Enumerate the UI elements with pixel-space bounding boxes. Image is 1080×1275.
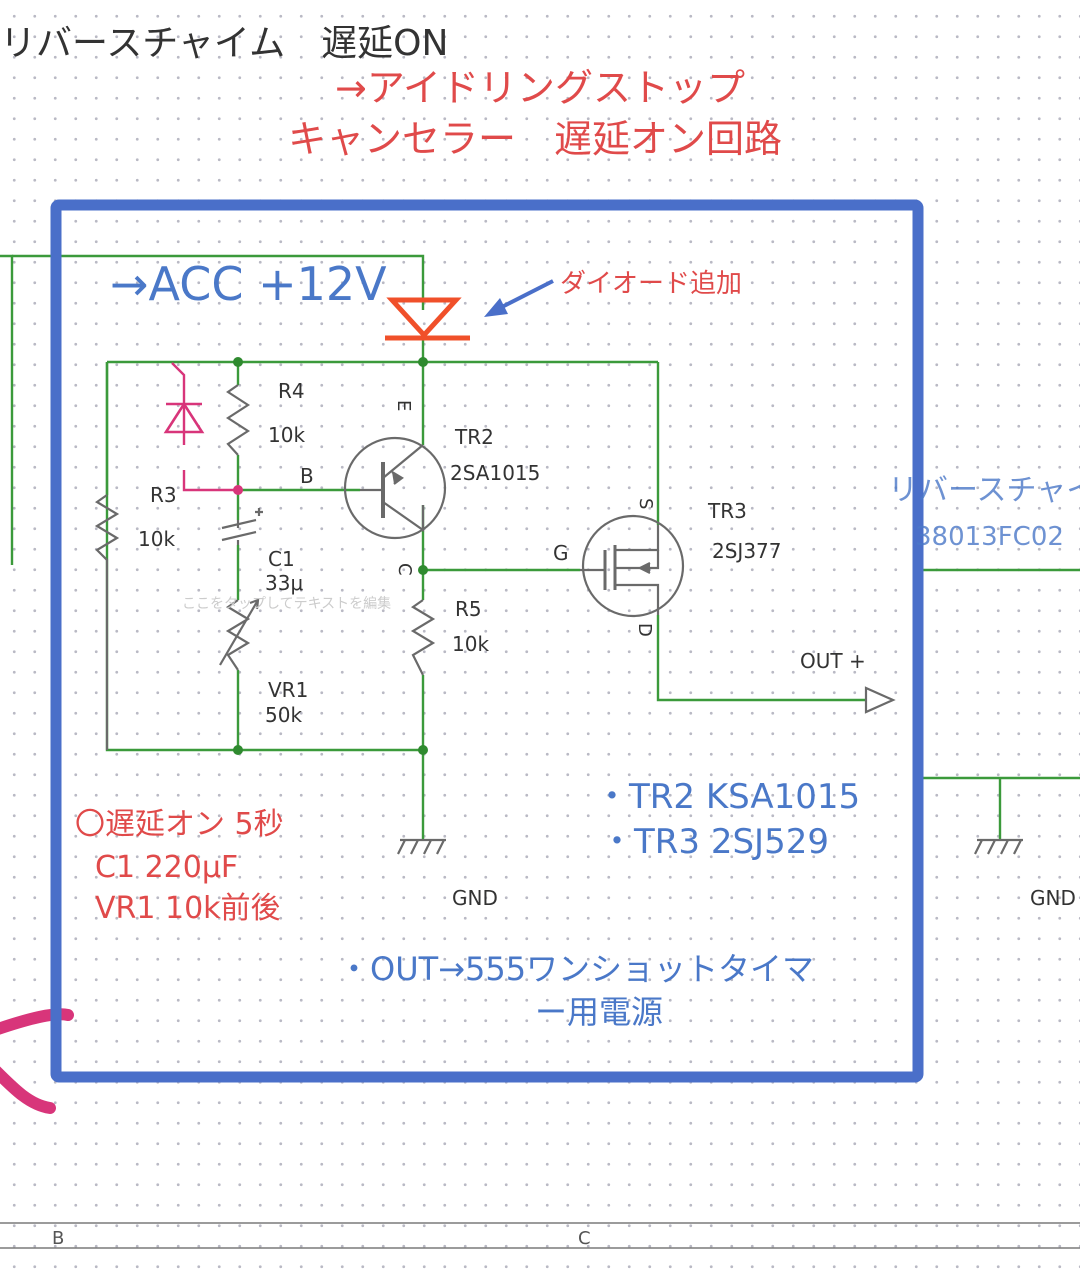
ruler-col-b: B — [52, 1228, 64, 1249]
pin-b-label: B — [300, 464, 314, 488]
out-note-line2: ー用電源 — [535, 993, 663, 1031]
magenta-scribble — [0, 1008, 74, 1114]
r4-value: 10k — [268, 423, 305, 447]
tr2-part: 2SA1015 — [450, 461, 540, 485]
pin-c-label: C — [394, 563, 415, 576]
left-wire — [0, 254, 14, 565]
right-module-name: リバースチャイ — [888, 473, 1080, 508]
out-label: OUT + — [800, 649, 866, 673]
acc-label: →ACC +12V — [110, 257, 387, 311]
r3-resistor — [94, 494, 120, 750]
junction-dots — [233, 357, 428, 755]
left-rail — [105, 362, 423, 752]
tr2-note: ・TR2 KSA1015 — [595, 777, 860, 817]
page-title: リバースチャイム 遅延ON — [0, 23, 448, 64]
vr1-value: 50k — [265, 703, 302, 727]
pin-e-label: E — [393, 400, 414, 411]
c1-value: 33μ — [265, 571, 303, 595]
ruler — [0, 1222, 1080, 1249]
r5-resistor — [410, 599, 436, 676]
tr3-mosfet-icon — [580, 514, 685, 618]
highlight-frame — [50, 199, 924, 1083]
drain-wire — [656, 615, 866, 702]
right-gnd-label: GND — [1030, 886, 1076, 910]
r3-name: R3 — [150, 483, 177, 507]
c1-capacitor — [221, 508, 263, 545]
r5-name: R5 — [455, 597, 482, 621]
tr3-name: TR3 — [707, 499, 747, 523]
r4-name: R4 — [278, 379, 305, 403]
c1-name: C1 — [268, 547, 295, 571]
delay-line3: VR1 10k前後 — [95, 891, 281, 926]
tr2-name: TR2 — [454, 425, 494, 449]
tr3-part: 2SJ377 — [712, 539, 782, 563]
ground-icon — [397, 838, 446, 855]
r5-value: 10k — [452, 632, 489, 656]
pin-d-label: D — [634, 623, 655, 637]
subtitle-line2: キャンセラー 遅延オン回路 — [288, 117, 782, 161]
added-diode-icon — [385, 297, 470, 341]
magenta-junction — [233, 485, 243, 495]
right-ground-icon — [974, 838, 1023, 855]
out-note-line1: ・OUT→555ワンショットタイマ — [338, 950, 814, 988]
magenta-wire — [171, 362, 238, 492]
pointer-arrow-icon — [484, 279, 554, 317]
ruler-col-c: C — [578, 1228, 591, 1249]
magenta-diode-icon — [163, 401, 205, 434]
tr2-transistor-icon — [343, 436, 447, 540]
right-module-part: 38013FC02 — [915, 522, 1064, 552]
diode-added-label: ダイオード追加 — [560, 269, 742, 299]
vr1-name: VR1 — [268, 678, 308, 702]
delay-line2: C1 220μF — [95, 850, 238, 885]
subtitle-line1: →アイドリングストップ — [335, 66, 745, 110]
pin-s-label: S — [635, 498, 656, 509]
tr3-note: ・TR3 2SJ529 — [600, 822, 829, 862]
delay-line1: 〇遅延オン 5秒 — [75, 807, 284, 842]
out-arrow-icon — [864, 686, 896, 714]
r3-value: 10k — [138, 527, 175, 551]
watermark-text: ここをタップしてテキストを編集 — [182, 595, 391, 612]
acc-wire — [12, 254, 425, 310]
pin-g-label: G — [553, 541, 569, 565]
r4-resistor — [225, 384, 251, 456]
vr1-potentiometer — [219, 598, 260, 671]
gnd-label: GND — [452, 886, 498, 910]
right-module-wire — [920, 568, 1080, 840]
